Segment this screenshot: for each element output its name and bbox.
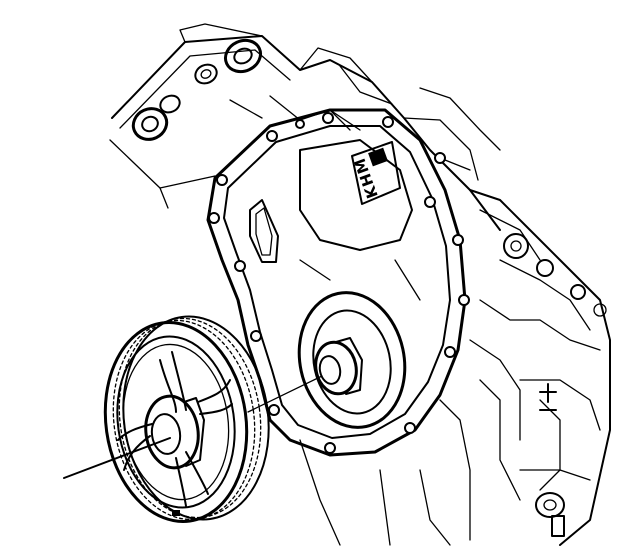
cover-bolt bbox=[444, 346, 456, 358]
plug-small-upper bbox=[194, 63, 218, 85]
cam-seal-lower bbox=[131, 107, 169, 141]
cover-bolt bbox=[424, 196, 436, 208]
upper-engine-head bbox=[109, 23, 501, 231]
callout-leader-line bbox=[63, 437, 171, 479]
cover-bolt bbox=[434, 152, 446, 164]
cam-seal-upper bbox=[223, 38, 263, 74]
cover-bolt bbox=[216, 174, 228, 186]
cover-bolt bbox=[268, 404, 280, 416]
cover-stamp: KHM bbox=[350, 141, 401, 205]
alignment-line bbox=[247, 375, 323, 413]
cover-bolt bbox=[324, 442, 336, 454]
cover-bolt bbox=[452, 234, 464, 246]
cover-bolt bbox=[250, 330, 262, 342]
cover-bolt bbox=[208, 212, 220, 224]
cover-bolts bbox=[208, 112, 470, 454]
cover-bolt bbox=[266, 130, 278, 142]
crankshaft-balancer bbox=[103, 315, 270, 524]
plug-small-lower bbox=[159, 94, 181, 114]
engine-block-right bbox=[299, 189, 611, 546]
cover-bolt bbox=[404, 422, 416, 434]
front-cover bbox=[206, 108, 467, 457]
cover-bolt bbox=[322, 112, 334, 124]
cover-bolt bbox=[382, 116, 394, 128]
timing-notch bbox=[172, 510, 180, 516]
cover-bolt bbox=[295, 119, 305, 129]
cover-bolt bbox=[234, 260, 246, 272]
cover-bolt bbox=[458, 294, 470, 306]
